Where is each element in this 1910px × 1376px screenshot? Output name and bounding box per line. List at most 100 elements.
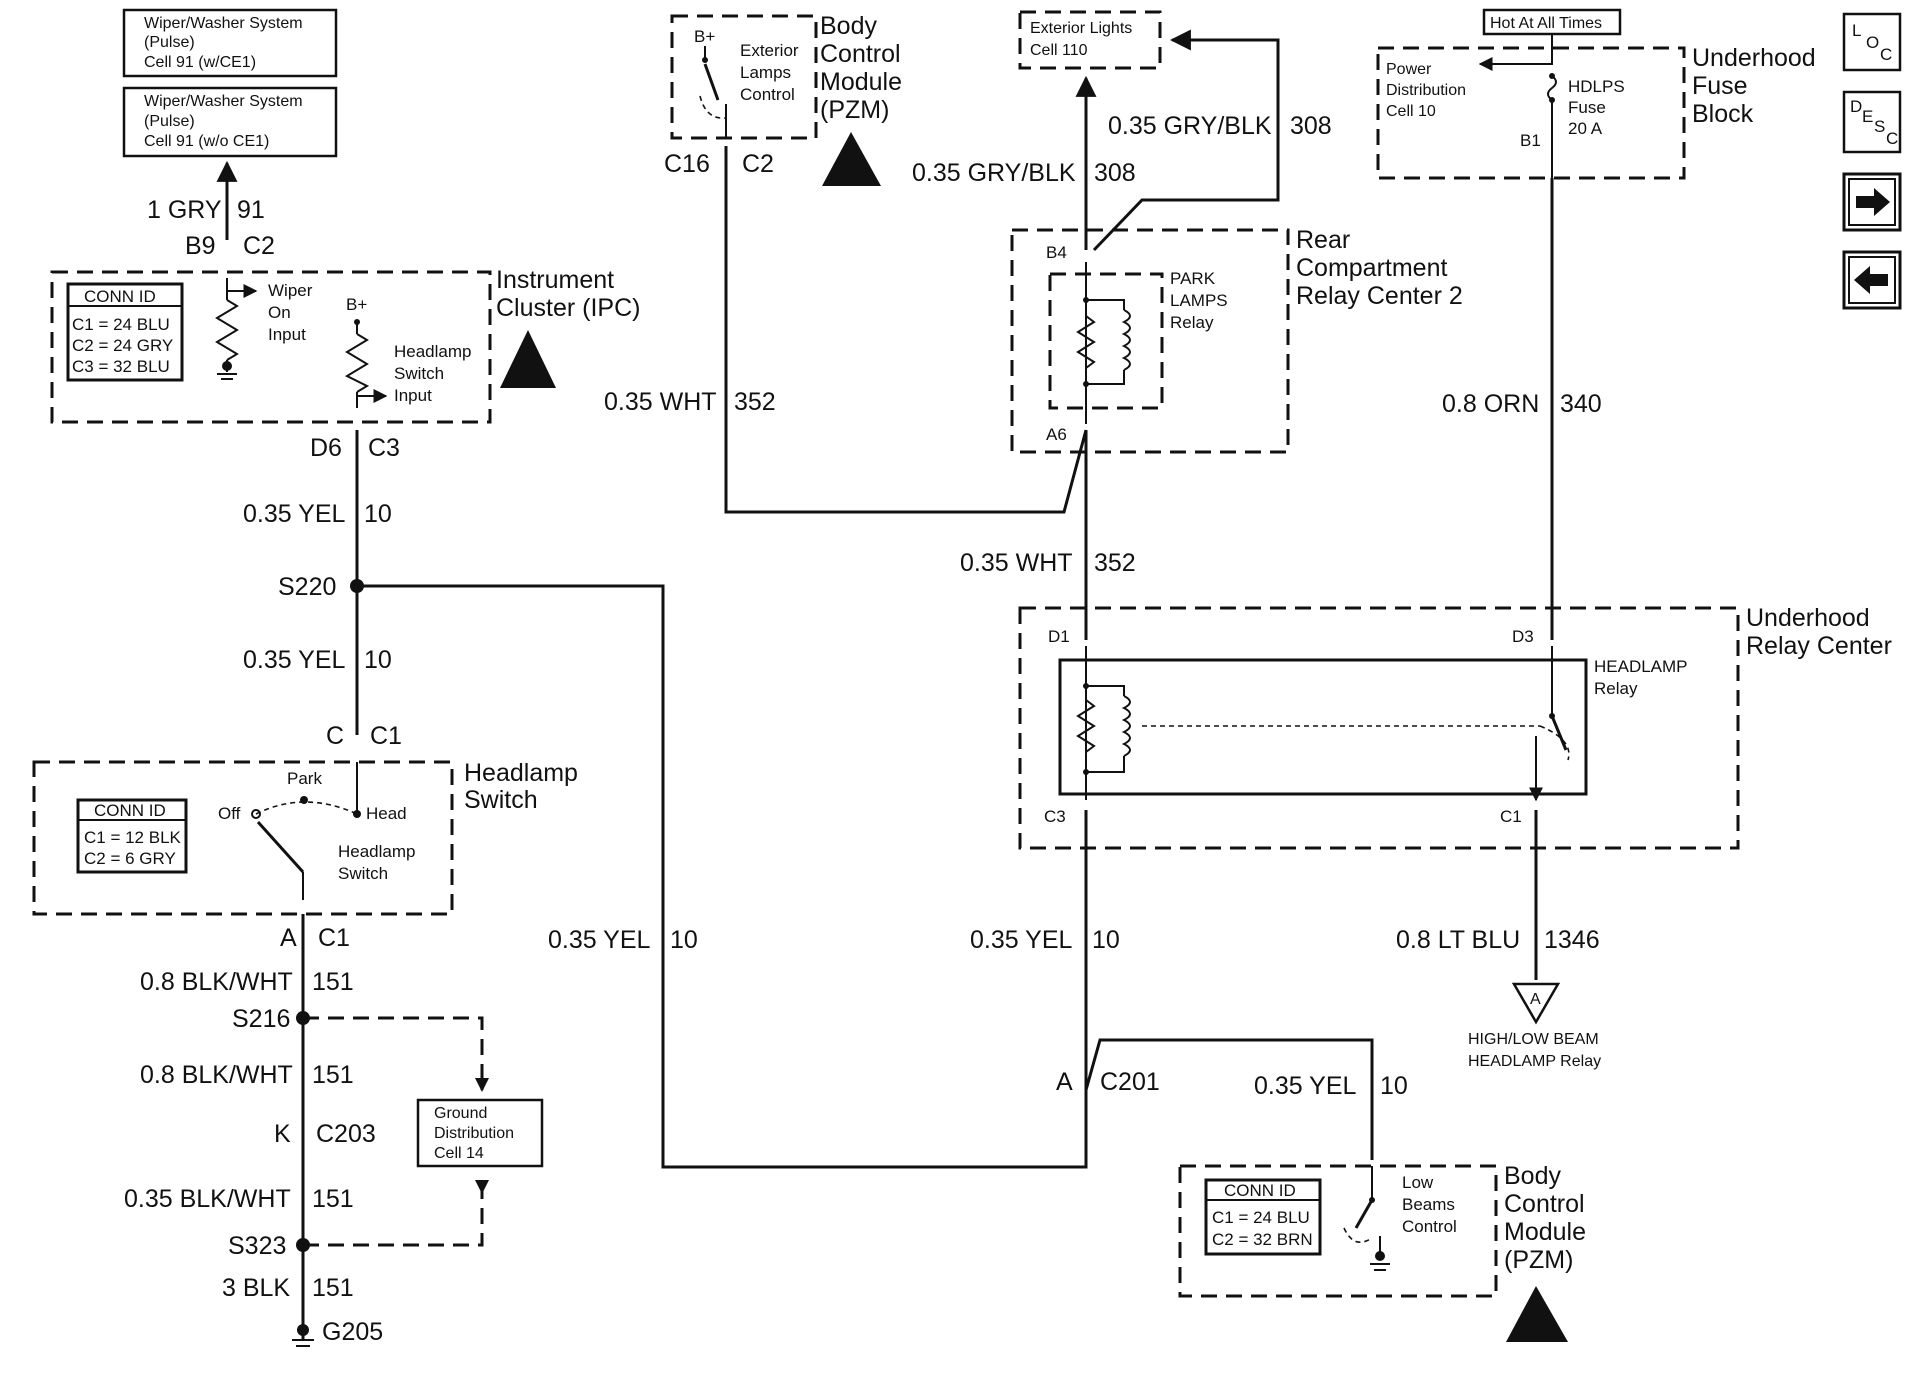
ground-icon: [1370, 1251, 1390, 1271]
relay-label: PARK: [1170, 269, 1216, 288]
conn-id-row: C3 = 32 BLU: [72, 357, 170, 376]
wiper-washer-ref-ce1[interactable]: Wiper/Washer System (Pulse) Cell 91 (w/C…: [122, 8, 338, 78]
resistor-icon: [1076, 699, 1096, 753]
input-label: Switch: [394, 364, 444, 383]
ref-line: Exterior Lights: [1030, 20, 1132, 37]
wire-wht-352-a: [724, 146, 1088, 514]
conn-id-row: C1 = 24 BLU: [1212, 1208, 1310, 1227]
pin-label: D1: [1048, 627, 1070, 646]
circuit-label: 10: [1380, 1072, 1408, 1100]
esd-icon: [500, 330, 556, 388]
component-title: Switch: [464, 786, 538, 814]
conn-id-row: C2 = 24 GRY: [72, 336, 173, 355]
pin-label: C1: [1500, 807, 1522, 826]
switch-blade: [1354, 1199, 1374, 1229]
fuse-label: HDLPS: [1568, 77, 1625, 96]
circuit-label: 151: [312, 1185, 354, 1213]
ref-line: Ground: [434, 1105, 487, 1122]
fuse-icon: [1547, 75, 1557, 101]
circuit-label: 151: [312, 968, 354, 996]
splice-label: S216: [232, 1005, 290, 1033]
next-arrow-button[interactable]: [1842, 172, 1902, 232]
ref-line: (Pulse): [144, 34, 195, 51]
ref-line: HIGH/LOW BEAM: [1468, 1031, 1599, 1048]
circuit-label: 10: [364, 646, 392, 674]
esd-icon: [1506, 1286, 1568, 1342]
ref-line: Distribution: [1386, 82, 1466, 99]
wire-label: 0.8 ORN: [1442, 390, 1539, 418]
wire-grybk-308-return: [1092, 29, 1280, 252]
wire-label: 0.35 YEL: [243, 500, 346, 528]
circuit-label: 10: [1092, 926, 1120, 954]
nav-letter: O: [1866, 33, 1879, 52]
ground-icon: [217, 361, 237, 380]
splice-s323[interactable]: [296, 1238, 310, 1252]
pin-label: C1: [318, 924, 350, 952]
exterior-lights-ref[interactable]: Exterior Lights Cell 110: [1018, 10, 1162, 70]
pin-label: K: [274, 1120, 291, 1148]
input-label: Input: [394, 386, 432, 405]
conn-id-title: CONN ID: [94, 801, 166, 820]
switch-label: Beams: [1402, 1195, 1455, 1214]
loc-button[interactable]: L O C: [1842, 12, 1902, 72]
input-label: Input: [268, 325, 306, 344]
switch-label: Headlamp: [338, 842, 416, 861]
nav-letter: E: [1862, 107, 1873, 126]
pin-label: C3: [368, 434, 400, 462]
ref-line: Cell 91 (w/CE1): [144, 54, 256, 71]
component-title: Headlamp: [464, 759, 578, 787]
conn-id-title: CONN ID: [1224, 1181, 1296, 1200]
circuit-label: 308: [1290, 112, 1332, 140]
hot-at-all-times-label: Hot At All Times: [1490, 15, 1602, 32]
ref-line: Wiper/Washer System: [144, 15, 303, 32]
nav-letter: C: [1880, 45, 1892, 64]
ground-distribution-ref[interactable]: Ground Distribution Cell 14: [416, 1098, 544, 1168]
input-label: On: [268, 303, 291, 322]
underhood-relay-center: Underhood Relay Center D1 D3 C3 C1 HEADL…: [1018, 604, 1892, 850]
ref-line: HEADLAMP Relay: [1468, 1053, 1601, 1070]
fuse-label: Fuse: [1568, 98, 1606, 117]
headlamp-relay: [1058, 658, 1588, 796]
ref-line: (Pulse): [144, 113, 195, 130]
conn-id-table: CONN ID C1 = 12 BLK C2 = 6 GRY: [76, 798, 188, 874]
circuit-label: 308: [1094, 159, 1136, 187]
body-control-module-bottom: Body Control Module (PZM) CONN ID C1 = 2…: [1178, 1162, 1586, 1342]
wire-label: 0.35 GRY/BLK: [1108, 112, 1272, 140]
power-distribution-ref[interactable]: Power Distribution Cell 10: [1386, 61, 1466, 120]
input-label: Wiper: [268, 281, 313, 300]
desc-button[interactable]: D E S C: [1842, 90, 1902, 154]
component-title: Rear: [1296, 226, 1350, 254]
pin-label: A6: [1046, 425, 1067, 444]
hi-lo-beam-ref[interactable]: A HIGH/LOW BEAM HEADLAMP Relay: [1468, 982, 1601, 1070]
conn-id-table: CONN ID C1 = 24 BLU C2 = 24 GRY C3 = 32 …: [66, 282, 184, 382]
wire-label: 0.35 BLK/WHT: [124, 1185, 291, 1213]
component-title: Body: [1504, 1162, 1561, 1190]
pin-label: C2: [243, 232, 275, 260]
ref-line: Distribution: [434, 1125, 514, 1142]
pin-label: C3: [1044, 807, 1066, 826]
nav-letter: S: [1874, 117, 1885, 136]
circuit-label: 1346: [1544, 926, 1600, 954]
component-title: Body: [820, 12, 877, 40]
position-label: Off: [218, 804, 241, 823]
left-arrow-icon: [1854, 266, 1888, 294]
position-label: Park: [287, 769, 322, 788]
wire-label: 1 GRY: [147, 196, 222, 224]
resistor-icon: [1076, 315, 1096, 369]
body-control-module-top: Body Control Module (PZM) B+ Exterior La…: [670, 12, 902, 186]
ref-line: Wiper/Washer System: [144, 93, 303, 110]
wiper-washer-ref-no-ce1[interactable]: Wiper/Washer System (Pulse) Cell 91 (w/o…: [122, 86, 338, 158]
circuit-label: 352: [1094, 549, 1136, 577]
circuit-label: 10: [364, 500, 392, 528]
component-title: Instrument: [496, 266, 614, 294]
pin-label: C: [326, 722, 344, 750]
switch-label: Control: [1402, 1217, 1457, 1236]
ground-icon: [292, 1324, 314, 1347]
previous-arrow-button[interactable]: [1842, 250, 1902, 310]
resistor-icon: [215, 299, 239, 361]
component-title: Module: [1504, 1218, 1586, 1246]
component-title: Underhood: [1692, 44, 1816, 72]
circuit-label: 340: [1560, 390, 1602, 418]
fuse-label: 20 A: [1568, 119, 1603, 138]
